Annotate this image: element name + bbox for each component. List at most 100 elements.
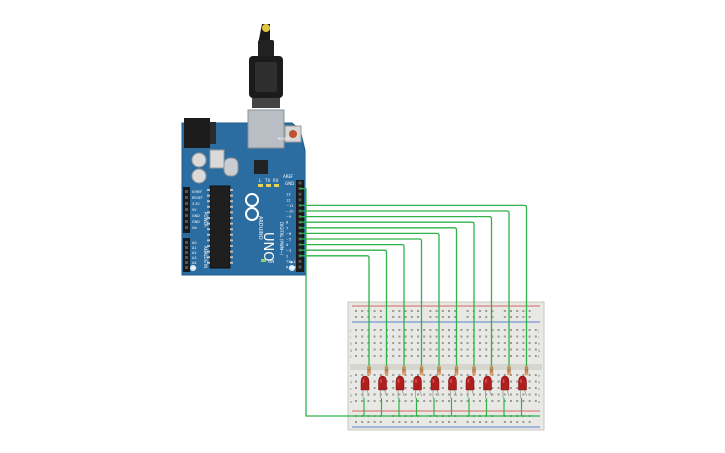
breadboard-hole[interactable] xyxy=(386,393,388,396)
breadboard-hole[interactable] xyxy=(510,342,512,344)
breadboard-hole[interactable] xyxy=(503,393,506,396)
breadboard-hole[interactable] xyxy=(448,374,450,376)
signal-wire[interactable] xyxy=(299,243,405,367)
breadboard-hole[interactable] xyxy=(534,380,537,383)
rail-hole[interactable] xyxy=(485,310,488,312)
breadboard-hole[interactable] xyxy=(404,374,407,376)
breadboard-hole[interactable] xyxy=(466,355,469,357)
breadboard-hole[interactable] xyxy=(379,374,382,376)
breadboard-hole[interactable] xyxy=(417,355,419,357)
rail-hole[interactable] xyxy=(479,310,481,312)
breadboard-hole[interactable] xyxy=(404,329,407,331)
breadboard-hole[interactable] xyxy=(392,393,395,396)
breadboard-hole[interactable] xyxy=(485,348,488,351)
rail-hole[interactable] xyxy=(355,421,357,423)
rail-hole[interactable] xyxy=(516,310,519,312)
breadboard-hole[interactable] xyxy=(522,374,525,376)
rail-hole[interactable] xyxy=(491,310,494,312)
rail-hole[interactable] xyxy=(522,421,525,423)
rail-hole[interactable] xyxy=(466,310,469,312)
red-led[interactable] xyxy=(465,375,475,391)
red-led[interactable] xyxy=(500,375,510,391)
rail-hole[interactable] xyxy=(435,316,438,318)
breadboard-hole[interactable] xyxy=(460,342,463,344)
breadboard-hole[interactable] xyxy=(373,355,376,357)
breadboard-hole[interactable] xyxy=(429,348,432,351)
breadboard-hole[interactable] xyxy=(528,387,531,389)
rail-hole[interactable] xyxy=(398,421,401,423)
led-resistor-pair[interactable] xyxy=(413,365,424,398)
resistor[interactable] xyxy=(367,365,371,376)
breadboard-hole[interactable] xyxy=(379,342,382,344)
breadboard-hole[interactable] xyxy=(429,374,432,376)
breadboard-hole[interactable] xyxy=(404,393,407,396)
components[interactable] xyxy=(360,365,529,398)
breadboard-hole[interactable] xyxy=(516,380,519,383)
breadboard-hole[interactable] xyxy=(410,380,413,383)
breadboard-hole[interactable] xyxy=(522,335,525,338)
breadboard-hole[interactable] xyxy=(355,400,357,402)
breadboard-hole[interactable] xyxy=(485,342,488,344)
breadboard-hole[interactable] xyxy=(497,329,500,331)
breadboard-hole[interactable] xyxy=(497,342,500,344)
breadboard-hole[interactable] xyxy=(423,335,426,338)
header-pin[interactable] xyxy=(298,181,302,185)
rail-hole[interactable] xyxy=(410,421,413,423)
power-pin[interactable] xyxy=(185,196,188,199)
rail-hole[interactable] xyxy=(441,316,444,318)
rail-hole[interactable] xyxy=(373,316,376,318)
breadboard-hole[interactable] xyxy=(485,355,488,357)
rail-hole[interactable] xyxy=(448,310,450,312)
breadboard-hole[interactable] xyxy=(441,342,444,344)
breadboard-hole[interactable] xyxy=(448,400,450,402)
breadboard-hole[interactable] xyxy=(361,342,364,344)
breadboard-hole[interactable] xyxy=(441,393,444,396)
breadboard-hole[interactable] xyxy=(466,374,469,376)
breadboard-hole[interactable] xyxy=(435,329,438,331)
breadboard-hole[interactable] xyxy=(485,374,488,376)
breadboard-hole[interactable] xyxy=(479,387,481,389)
led-resistor-pair[interactable] xyxy=(465,365,476,398)
breadboard-hole[interactable] xyxy=(355,342,357,344)
rail-hole[interactable] xyxy=(516,316,519,318)
breadboard-hole[interactable] xyxy=(460,355,463,357)
breadboard-hole[interactable] xyxy=(448,335,450,338)
breadboard-hole[interactable] xyxy=(522,400,525,402)
rail-hole[interactable] xyxy=(479,316,481,318)
breadboard-hole[interactable] xyxy=(429,393,432,396)
signal-wire[interactable] xyxy=(299,255,370,367)
breadboard-hole[interactable] xyxy=(516,374,519,376)
breadboard-hole[interactable] xyxy=(373,348,376,351)
power-pin[interactable] xyxy=(185,220,188,223)
breadboard-hole[interactable] xyxy=(516,387,519,389)
led-resistor-pair[interactable] xyxy=(378,365,389,398)
red-led[interactable] xyxy=(360,375,370,391)
rail-hole[interactable] xyxy=(528,310,531,312)
rail-hole[interactable] xyxy=(503,310,506,312)
breadboard-hole[interactable] xyxy=(379,348,382,351)
breadboard-hole[interactable] xyxy=(491,387,494,389)
breadboard-hole[interactable] xyxy=(386,380,388,383)
breadboard-hole[interactable] xyxy=(448,393,450,396)
breadboard-hole[interactable] xyxy=(497,355,500,357)
breadboard-hole[interactable] xyxy=(423,374,426,376)
breadboard-hole[interactable] xyxy=(534,400,537,402)
breadboard-hole[interactable] xyxy=(479,348,481,351)
breadboard-hole[interactable] xyxy=(460,329,463,331)
breadboard-hole[interactable] xyxy=(522,393,525,396)
breadboard-hole[interactable] xyxy=(361,335,364,338)
breadboard-hole[interactable] xyxy=(373,329,376,331)
rail-hole[interactable] xyxy=(441,421,444,423)
breadboard-hole[interactable] xyxy=(454,393,457,396)
breadboard-hole[interactable] xyxy=(522,342,525,344)
breadboard-hole[interactable] xyxy=(491,329,494,331)
breadboard-hole[interactable] xyxy=(435,342,438,344)
resistor[interactable] xyxy=(437,365,441,376)
breadboard-hole[interactable] xyxy=(485,393,488,396)
breadboard-hole[interactable] xyxy=(392,387,395,389)
red-led[interactable] xyxy=(518,375,527,391)
power-pin[interactable] xyxy=(185,214,188,217)
breadboard-hole[interactable] xyxy=(448,355,450,357)
breadboard-hole[interactable] xyxy=(534,387,537,389)
breadboard-hole[interactable] xyxy=(404,400,407,402)
